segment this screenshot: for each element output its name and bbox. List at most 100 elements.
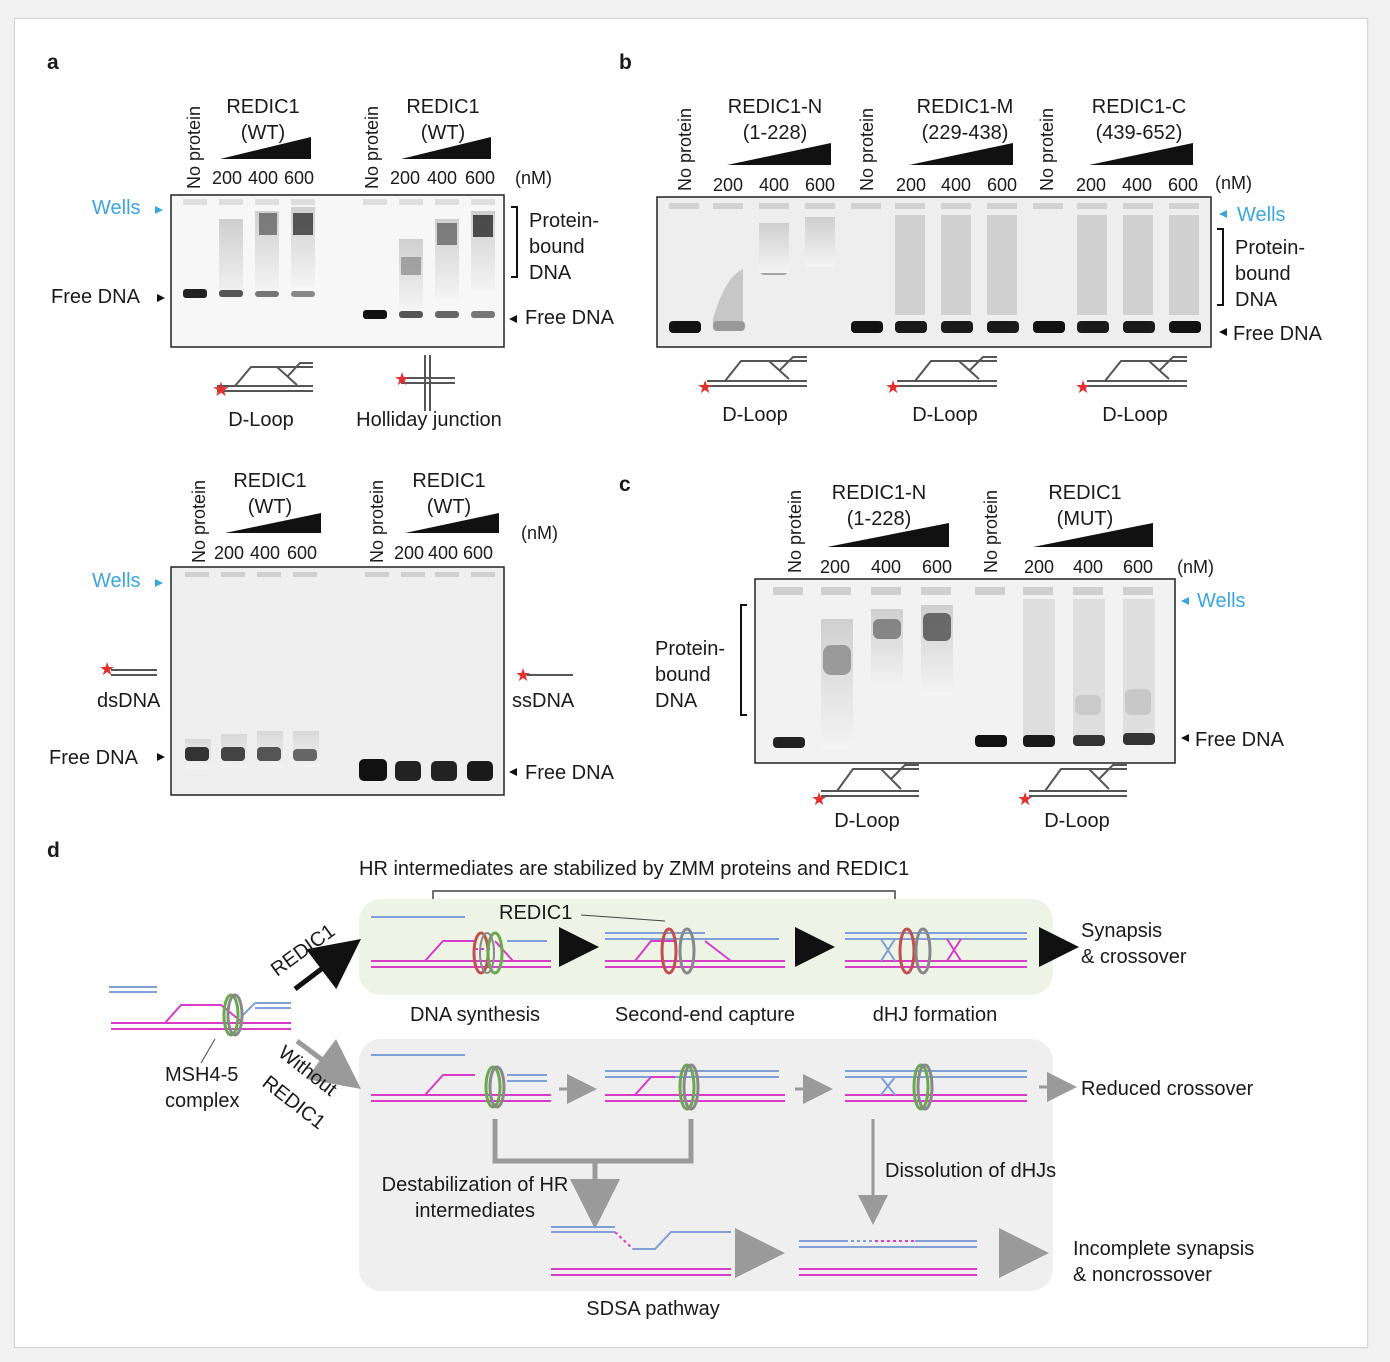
substrate-label: D-Loop	[1102, 404, 1168, 426]
gel-b: No protein REDIC1-N (1-228) 200 400 600 …	[656, 96, 1323, 426]
gel-box	[754, 578, 1176, 764]
bound-label: bound	[529, 236, 585, 258]
bound-label: bound	[655, 664, 711, 686]
conc-label: 400	[428, 543, 458, 563]
gel-a2: No protein REDIC1 (WT) 200 400 600 No pr…	[49, 470, 615, 796]
conc-label: 600	[463, 543, 493, 563]
redic1-pathway-panel	[359, 899, 1053, 995]
redic1-label: REDIC1	[499, 902, 572, 924]
protein-label: REDIC1	[1048, 482, 1121, 504]
conc-label: 600	[922, 557, 952, 577]
dissolution-label: Dissolution of dHJs	[885, 1160, 1056, 1182]
substrate-label: D-Loop	[834, 810, 900, 832]
arrow-icon	[1219, 210, 1227, 218]
no-protein-label: No protein	[675, 108, 695, 191]
free-dna-label: Free DNA	[525, 762, 615, 784]
gel-box	[656, 196, 1212, 348]
concentration-wedge	[225, 513, 321, 533]
step-label: dHJ formation	[873, 1004, 998, 1026]
conc-label: 600	[1168, 175, 1198, 195]
conc-label: 600	[987, 175, 1017, 195]
conc-label: 200	[1024, 557, 1054, 577]
gel-c: No protein REDIC1-N (1-228) 200 400 600 …	[655, 482, 1285, 832]
conc-label: 200	[390, 168, 420, 188]
ssdna-label: ssDNA	[512, 690, 575, 712]
star-icon: ★	[697, 377, 713, 397]
step-label: Second-end capture	[615, 1004, 795, 1026]
destabilization-label: intermediates	[415, 1200, 535, 1222]
unit-label: (nM)	[521, 523, 558, 543]
free-dna-label: Free DNA	[525, 307, 615, 329]
redic1-arrow-label: REDIC1	[267, 920, 339, 981]
concentration-wedge	[909, 143, 1013, 165]
arrow-icon	[1181, 597, 1189, 605]
unstable-dhj-diagram	[845, 1063, 1027, 1111]
dloop-substrate-icon	[1029, 764, 1127, 797]
bound-label: Protein-	[655, 638, 725, 660]
no-protein-label: No protein	[184, 106, 204, 189]
protein-sub-label: (439-652)	[1096, 122, 1183, 144]
protein-label: REDIC1	[412, 470, 485, 492]
concentration-wedge	[1033, 523, 1153, 547]
conc-label: 400	[759, 175, 789, 195]
unstable-capture-diagram	[605, 1063, 785, 1111]
unit-label: (nM)	[515, 168, 552, 188]
protein-label: REDIC1	[406, 96, 479, 118]
conc-label: 600	[284, 168, 314, 188]
arrow-icon	[509, 768, 517, 776]
protein-label: REDIC1-M	[917, 96, 1014, 118]
protein-sub-label: (229-438)	[922, 122, 1009, 144]
conc-label: 200	[1076, 175, 1106, 195]
protein-label: REDIC1	[226, 96, 299, 118]
outcome-label: Reduced crossover	[1081, 1078, 1254, 1100]
star-icon: ★	[212, 379, 230, 401]
bound-label: DNA	[529, 262, 572, 284]
outcome-label: Synapsis	[1081, 920, 1162, 942]
dhj-formation-diagram	[845, 927, 1027, 975]
conc-label: 200	[896, 175, 926, 195]
star-icon: ★	[811, 789, 827, 809]
bracket	[511, 206, 518, 278]
free-dna-label: Free DNA	[49, 747, 139, 769]
unit-label: (nM)	[1177, 557, 1214, 577]
no-protein-label: No protein	[367, 480, 387, 563]
protein-sub-label: (WT)	[241, 122, 285, 144]
unstable-synthesis-diagram	[371, 1054, 551, 1109]
arrow-icon	[155, 206, 163, 214]
conc-label: 200	[214, 543, 244, 563]
bound-label: Protein-	[529, 210, 599, 232]
panel-label-b: b	[619, 51, 632, 74]
dsdna-label: dsDNA	[97, 690, 161, 712]
conc-label: 600	[287, 543, 317, 563]
panel-label-c: c	[619, 473, 631, 496]
gel-box	[170, 566, 505, 796]
star-icon: ★	[515, 665, 531, 685]
substrate-label: D-Loop	[228, 409, 294, 431]
concentration-wedge	[220, 137, 311, 159]
conc-label: 400	[427, 168, 457, 188]
concentration-wedge	[727, 143, 831, 165]
star-icon: ★	[1017, 789, 1033, 809]
free-dna-label: Free DNA	[1233, 323, 1323, 345]
conc-label: 400	[250, 543, 280, 563]
protein-sub-label: (1-228)	[847, 508, 911, 530]
outcome-label: Incomplete synapsis	[1073, 1238, 1254, 1260]
concentration-wedge	[827, 523, 949, 547]
msh-label: complex	[165, 1090, 239, 1112]
msh4-5-complex-diagram	[109, 986, 291, 1037]
conc-label: 400	[1073, 557, 1103, 577]
conc-label: 600	[465, 168, 495, 188]
wells-label: Wells	[92, 570, 141, 592]
figure: a b c d No protein REDIC1 (WT) 200 400 6…	[14, 18, 1368, 1348]
no-protein-label: No protein	[785, 490, 805, 573]
substrate-label: D-Loop	[722, 404, 788, 426]
protein-sub-label: (MUT)	[1057, 508, 1114, 530]
outcome-label: & crossover	[1081, 946, 1187, 968]
model-d: HR intermediates are stabilized by ZMM p…	[109, 858, 1254, 1320]
figure-canvas: a b c d No protein REDIC1 (WT) 200 400 6…	[47, 51, 1323, 1320]
no-protein-label: No protein	[1037, 108, 1057, 191]
protein-sub-label: (WT)	[248, 496, 292, 518]
step-label: DNA synthesis	[410, 1004, 540, 1026]
conc-label: 200	[394, 543, 424, 563]
wells-label: Wells	[1197, 590, 1246, 612]
